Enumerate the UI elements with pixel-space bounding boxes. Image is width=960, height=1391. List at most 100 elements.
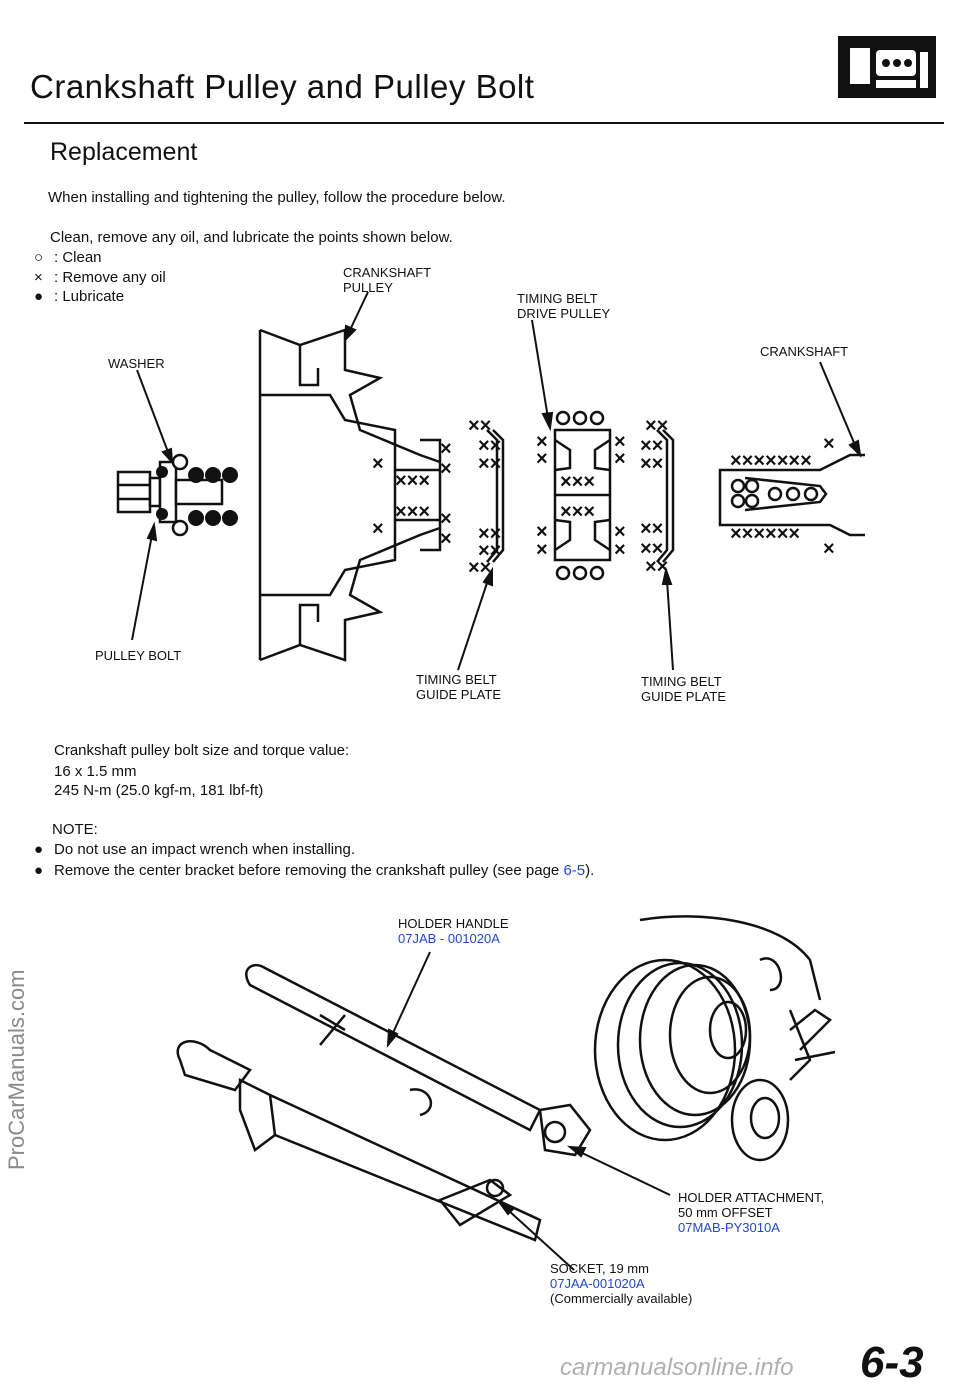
legend-clean-text: : Clean [54,249,102,266]
svg-text:××: ×× [478,523,501,545]
svg-text:×: × [440,458,452,480]
engine-icon [838,36,936,98]
svg-text:×: × [823,538,835,560]
svg-text:×: × [372,518,384,540]
svg-text:××: ×× [645,556,668,578]
legend-remove-oil-text: : Remove any oil [54,269,166,286]
label-pulley-bolt: PULLEY BOLT [95,648,182,663]
note-item-1-text: Do not use an impact wrench when install… [54,841,355,858]
label-washer: WASHER [108,356,165,371]
svg-text:××: ×× [478,453,501,475]
svg-text:×: × [440,528,452,550]
svg-text:××: ×× [640,435,663,457]
clean-symbol: ○ [34,249,44,266]
svg-text:×: × [536,448,548,470]
svg-text:×: × [614,521,626,543]
lubricate-symbol: ● [34,288,44,305]
label-guide-plate-a-line2: GUIDE PLATE [416,687,502,702]
note-item-2-text: Remove the center bracket before removin… [54,862,564,879]
label-guide-plate-a-line1: TIMING BELT [416,672,497,687]
svg-text:×: × [614,539,626,561]
side-watermark: ProCarManuals.com [4,969,29,1170]
crankshaft-pulley-drawing [593,915,836,1162]
label-crankshaft-pulley-line2: PULLEY [343,280,393,295]
label-holder-attachment-line2: 50 mm OFFSET [678,1205,773,1220]
intro-line-2: Clean, remove any oil, and lubricate the… [50,229,453,246]
crankshaft-drawing [718,453,865,537]
label-crankshaft: CRANKSHAFT [760,344,849,359]
note-item-2: ● Remove the center bracket before removi… [34,862,594,879]
label-guide-plate-b-line2: GUIDE PLATE [641,689,727,704]
label-crankshaft-pulley: CRANKSHAFT PULLEY [343,265,431,295]
label-holder-attachment: HOLDER ATTACHMENT, 50 mm OFFSET 07MAB-PY… [678,1190,824,1235]
svg-text:×: × [536,431,548,453]
svg-text:××: ×× [468,557,491,579]
spec-torque: 245 N-m (25.0 kgf-m, 181 lbf-ft) [54,782,264,799]
footer-watermark: carmanualsonline.info [560,1354,794,1381]
svg-text:×: × [440,508,452,530]
svg-text:××××××: ×××××× [730,523,800,545]
title-rule [24,122,944,124]
holder-attachment-part-number[interactable]: 07MAB-PY3010A [678,1220,780,1235]
svg-text:××: ×× [640,518,663,540]
svg-text:×: × [614,448,626,470]
socket-part-number[interactable]: 07JAA-001020A [550,1276,645,1291]
timing-belt-drive-pulley [553,410,612,581]
svg-text:×: × [536,539,548,561]
label-holder-handle-name: HOLDER HANDLE [398,916,509,931]
label-socket-note: (Commercially available) [550,1291,693,1306]
svg-text:×: × [440,438,452,460]
legend-remove-oil: × : Remove any oil [34,269,166,286]
holder-handle-drawing [176,963,592,1242]
bullet-icon: ● [34,862,44,879]
page-link-6-5[interactable]: 6-5 [563,862,586,879]
remove-oil-marks: ××× ×××××× ××× ×××××× ×××××× ×× ×××××× ×… [372,415,835,579]
svg-text:×: × [614,431,626,453]
svg-text:×××××××: ××××××× [730,450,812,472]
label-guide-plate-b: TIMING BELT GUIDE PLATE [641,674,726,704]
leader-lines-2 [386,951,671,1271]
label-drive-pulley: TIMING BELT DRIVE PULLEY [517,291,610,321]
legend-lubricate: ● : Lubricate [34,288,124,305]
intro-line-1: When installing and tightening the pulle… [48,189,506,206]
legend-lubricate-text: : Lubricate [54,288,125,305]
svg-text:××: ×× [468,415,491,437]
timing-belt-guide-plates [486,429,675,563]
leader-lines-1 [131,291,862,671]
pulley-bolt-drawing [116,453,238,537]
spec-heading: Crankshaft pulley bolt size and torque v… [54,742,350,759]
svg-text:××: ×× [478,540,501,562]
pulley-cross-section [258,328,442,662]
svg-text:××: ×× [478,435,501,457]
svg-text:×××: ××× [395,501,430,523]
bullet-icon: ● [34,841,44,858]
legend-clean: ○ : Clean [34,249,102,266]
svg-text:×: × [372,453,384,475]
svg-text:×××: ××× [560,501,595,523]
svg-text:×: × [536,521,548,543]
note-item-2-end: ). [585,862,595,879]
page-number: 6-3 [860,1338,924,1387]
label-guide-plate-a: TIMING BELT GUIDE PLATE [416,672,501,702]
note-item-1: ● Do not use an impact wrench when instal… [34,841,355,858]
label-guide-plate-b-line1: TIMING BELT [641,674,722,689]
holder-handle-part-number[interactable]: 07JAB - 001020A [398,931,500,946]
remove-oil-symbol: × [34,269,43,286]
label-drive-pulley-line1: TIMING BELT [517,291,598,306]
svg-text:××: ×× [645,415,668,437]
svg-text:××: ×× [640,453,663,475]
label-drive-pulley-line2: DRIVE PULLEY [517,306,611,321]
svg-text:×××: ××× [395,470,430,492]
label-socket-name: SOCKET, 19 mm [550,1261,649,1276]
section-heading: Replacement [50,138,198,166]
label-holder-handle: HOLDER HANDLE 07JAB - 001020A [398,916,509,946]
label-holder-attachment-line1: HOLDER ATTACHMENT, [678,1190,825,1205]
label-crankshaft-pulley-line1: CRANKSHAFT [343,265,432,280]
svg-text:××: ×× [640,538,663,560]
label-socket: SOCKET, 19 mm 07JAA-001020A (Commerciall… [550,1261,692,1306]
svg-text:×××: ××× [560,471,595,493]
page-title: Crankshaft Pulley and Pulley Bolt [30,68,535,105]
svg-text:×: × [823,433,835,455]
spec-size: 16 x 1.5 mm [54,763,137,780]
